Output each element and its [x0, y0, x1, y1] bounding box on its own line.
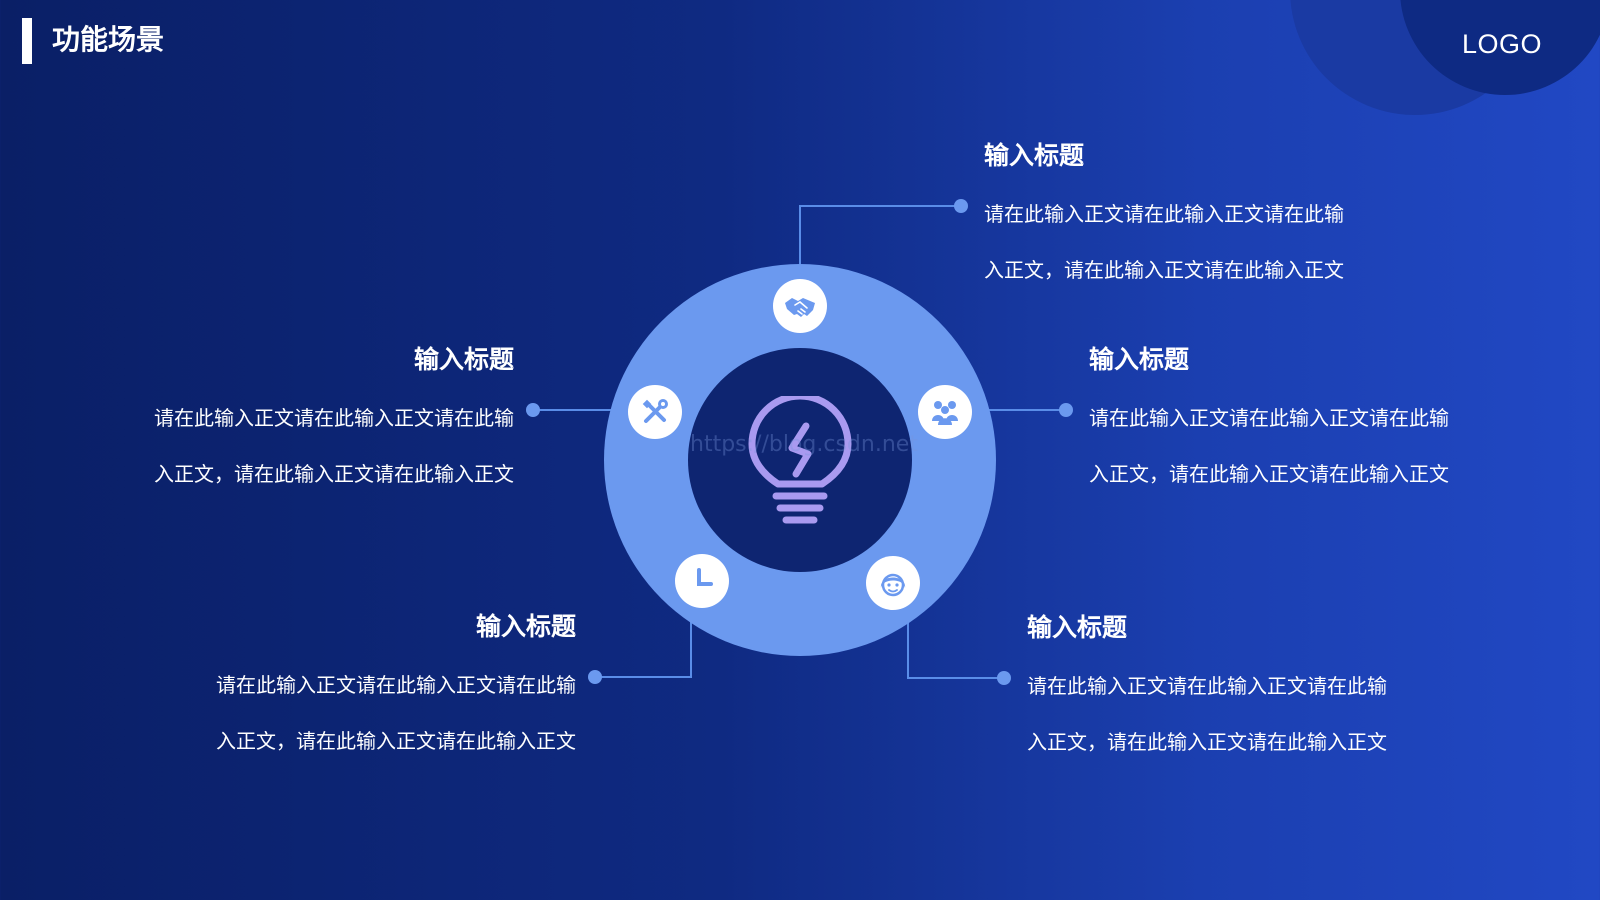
connector-top: [799, 205, 961, 264]
clock-icon: [675, 554, 729, 608]
feature-title: 输入标题: [984, 141, 1085, 170]
page-title: 功能场景: [52, 23, 165, 56]
feature-block-left: 输入标题 请在此输入正文请在此输入正文请在此输 入正文，请在此输入正文请在此输入…: [92, 342, 514, 502]
feature-text-line: 请在此输入正文请在此输入正文请在此输: [216, 673, 576, 697]
feature-text-line: 请在此输入正文请在此输入正文请在此输: [154, 406, 514, 430]
feature-text-line: 入正文，请在此输入正文请在此输入正文: [216, 729, 576, 753]
feature-block-right: 输入标题 请在此输入正文请在此输入正文请在此输 入正文，请在此输入正文请在此输入…: [1089, 342, 1449, 502]
connector-bottom-right: [907, 620, 1004, 679]
connector-bottom-left: [595, 620, 692, 678]
logo: LOGO: [1462, 29, 1543, 59]
feature-block-top: 输入标题 请在此输入正文请在此输入正文请在此输 入正文，请在此输入正文请在此输入…: [984, 138, 1344, 298]
feature-text-line: 请在此输入正文请在此输入正文请在此输: [1089, 406, 1449, 430]
lightbulb-icon: [748, 396, 852, 524]
feature-block-bottom-right: 输入标题 请在此输入正文请在此输入正文请在此输 入正文，请在此输入正文请在此输入…: [1027, 610, 1387, 770]
feature-text-line: 入正文，请在此输入正文请在此输入正文: [1027, 730, 1387, 754]
connector-dot-bottom-left: [588, 670, 602, 684]
feature-text-line: 入正文，请在此输入正文请在此输入正文: [984, 258, 1344, 282]
connector-dot-left: [526, 403, 540, 417]
feature-text-line: 入正文，请在此输入正文请在此输入正文: [154, 462, 514, 486]
feature-text-line: 入正文，请在此输入正文请在此输入正文: [1089, 462, 1449, 486]
tools-icon: [628, 385, 682, 439]
feature-text-line: 请在此输入正文请在此输入正文请在此输: [1027, 674, 1387, 698]
header-accent-bar: [22, 18, 32, 64]
handshake-icon: [773, 279, 827, 333]
feature-title: 输入标题: [1089, 345, 1190, 374]
feature-title: 输入标题: [1027, 613, 1128, 642]
feature-block-bottom-left: 输入标题 请在此输入正文请在此输入正文请在此输 入正文，请在此输入正文请在此输入…: [154, 609, 576, 769]
user-icon: [866, 556, 920, 610]
connector-dot-right: [1059, 403, 1073, 417]
feature-title: 输入标题: [475, 612, 576, 641]
inner-circle: [688, 348, 912, 572]
feature-title: 输入标题: [413, 345, 514, 374]
team-icon: [918, 385, 972, 439]
watermark: https://blog.csdn.net: [690, 432, 918, 457]
feature-text-line: 请在此输入正文请在此输入正文请在此输: [984, 202, 1344, 226]
connector-dot-top: [954, 199, 968, 213]
connector-dot-bottom-right: [997, 671, 1011, 685]
